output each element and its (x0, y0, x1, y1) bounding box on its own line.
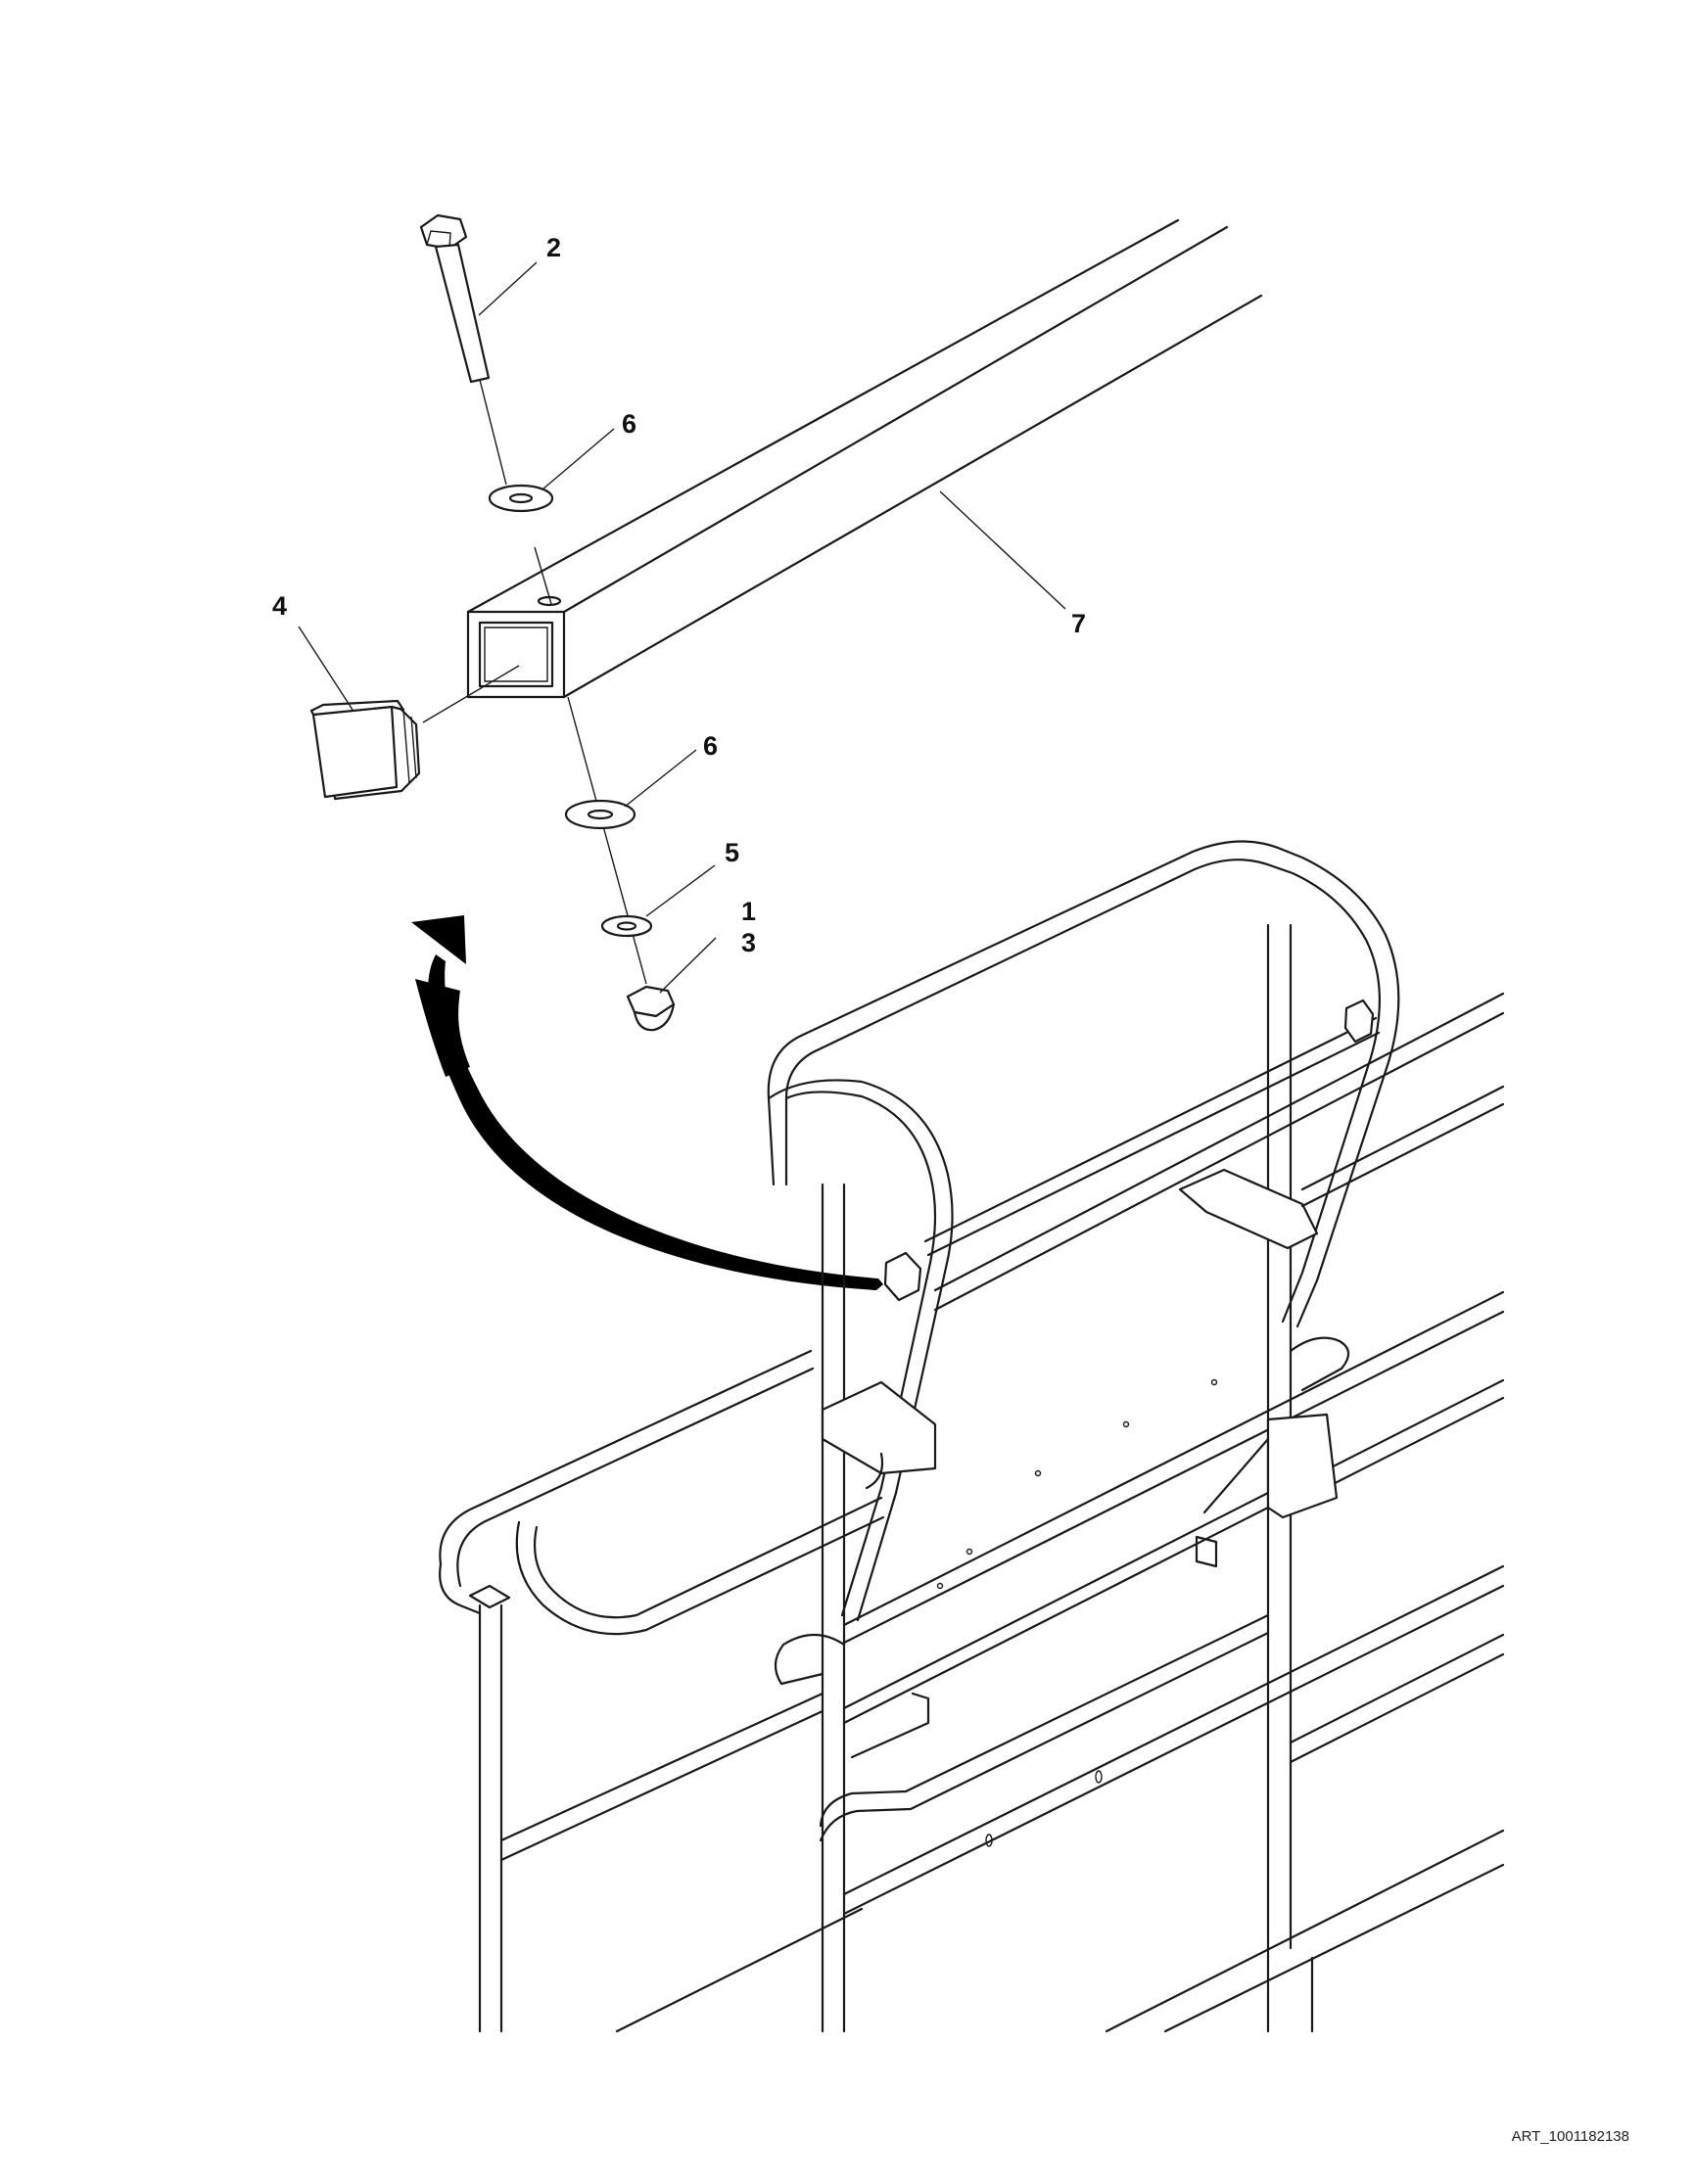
callout-3: 3 (741, 928, 756, 957)
leader-lines (298, 261, 1066, 994)
callout-labels: 2 6 4 7 6 5 1 3 (272, 233, 1086, 957)
platform-railing (439, 840, 1505, 2033)
art-id-label: ART_1001182138 (1511, 2128, 1629, 2145)
washer-top (488, 484, 554, 513)
callout-1: 1 (741, 897, 756, 926)
callout-4: 4 (272, 591, 287, 621)
lock-washer (600, 914, 653, 938)
callout-7: 7 (1071, 609, 1086, 638)
square-tube (466, 218, 1263, 699)
washer-lower (564, 799, 636, 830)
assembly-axis-lower (567, 696, 647, 985)
location-arrow (411, 915, 883, 1290)
callout-5: 5 (725, 838, 739, 867)
hex-bolt (419, 213, 507, 486)
callout-6-lower: 6 (703, 731, 718, 761)
acorn-nut (626, 985, 676, 1032)
assembly-axis (534, 546, 552, 605)
callout-2: 2 (546, 233, 561, 262)
callout-6-top: 6 (622, 409, 636, 439)
end-cap-plug (309, 699, 421, 801)
